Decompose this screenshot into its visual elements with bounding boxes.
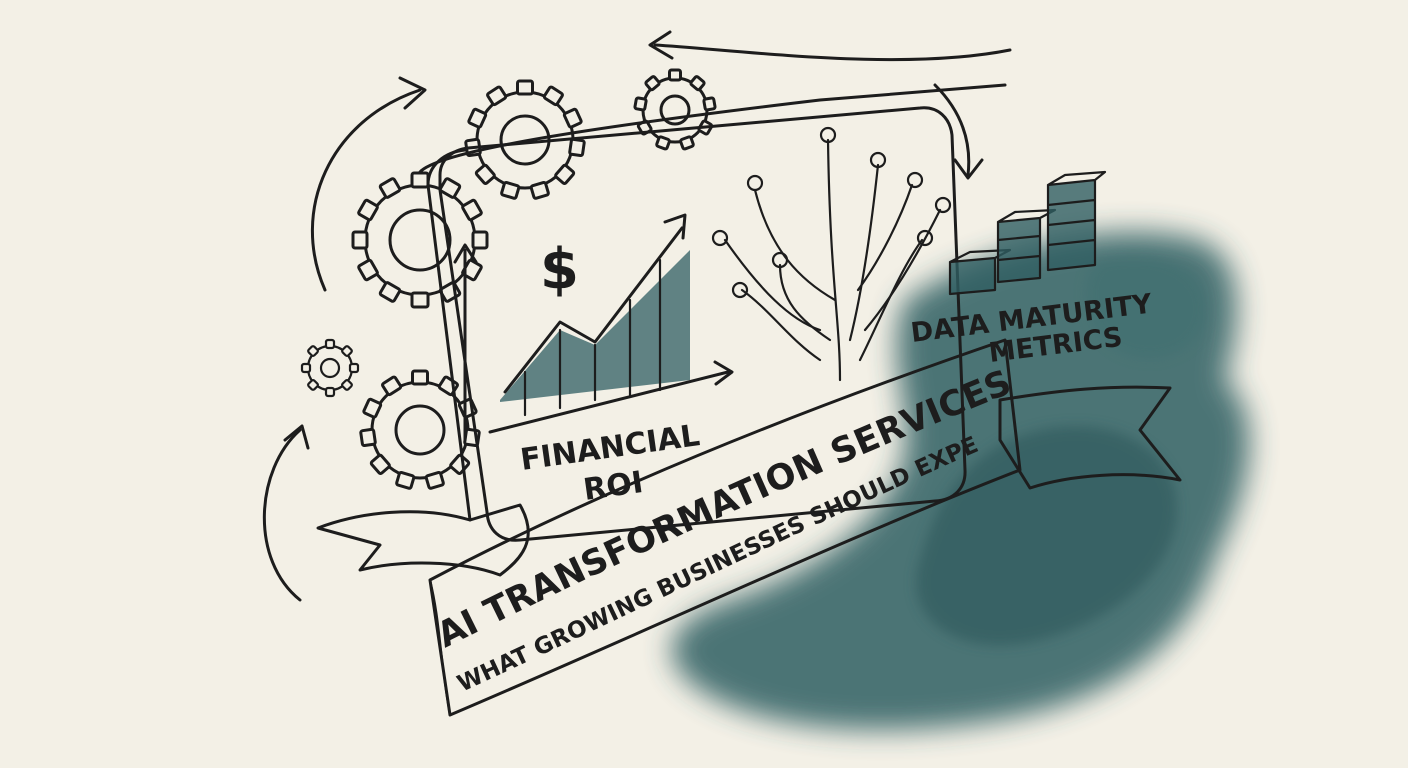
gear-tooth [369, 453, 391, 475]
gear-tooth [395, 471, 416, 490]
gear-tooth [516, 79, 534, 96]
gear-tooth [307, 379, 319, 391]
gear-tooth [562, 107, 583, 129]
gear-tooth [357, 258, 379, 282]
gear-tooth [411, 369, 429, 386]
gear-tooth [668, 68, 682, 82]
circuit-network-icon [711, 126, 952, 382]
gear-tooth [529, 181, 550, 200]
tablet-device [418, 83, 1007, 542]
gear-tooth [449, 453, 471, 475]
gear-tooth [633, 96, 648, 112]
gear-tooth [378, 177, 402, 199]
gear-tooth [381, 375, 403, 397]
gear-tooth [644, 75, 661, 92]
gear-tooth [438, 177, 462, 199]
dollar-sign-icon: $ [540, 237, 579, 302]
gear-tooth [357, 198, 379, 222]
gear-tooth [359, 427, 377, 448]
gear-tooth [341, 379, 353, 391]
financial-roi-chart [453, 213, 734, 442]
data-stacks-icon [948, 170, 1107, 296]
gear-tooth [424, 471, 445, 490]
gear-tooth [324, 338, 336, 350]
gear-tooth [461, 198, 483, 222]
gear-tooth [542, 85, 564, 107]
watercolor-wash [671, 231, 1250, 730]
gear-tooth [348, 362, 360, 374]
gear-tooth [324, 386, 336, 398]
gear-tooth [500, 181, 521, 200]
gear-tooth [554, 163, 576, 185]
gear-tooth [471, 230, 489, 250]
gear-tooth [300, 362, 312, 374]
gear-tooth [702, 96, 717, 112]
gear-tooth [362, 397, 383, 419]
gear-tooth [486, 85, 508, 107]
gear-tooth [378, 281, 402, 303]
gear-tooth [410, 291, 430, 309]
gear-tooth [351, 230, 369, 250]
gear-tooth [467, 107, 488, 129]
gear-tooth [568, 137, 586, 158]
small-gear-icon [300, 338, 360, 398]
gear-tooth [689, 75, 706, 92]
gear-tooth [341, 345, 353, 357]
gear-tooth [307, 345, 319, 357]
cycle-arrows-icon [262, 30, 1012, 602]
gear-tooth [474, 163, 496, 185]
gear-tooth [655, 135, 671, 151]
gear-tooth [410, 171, 430, 189]
banner-ribbon [316, 338, 1182, 717]
gear-tooth [679, 135, 695, 151]
